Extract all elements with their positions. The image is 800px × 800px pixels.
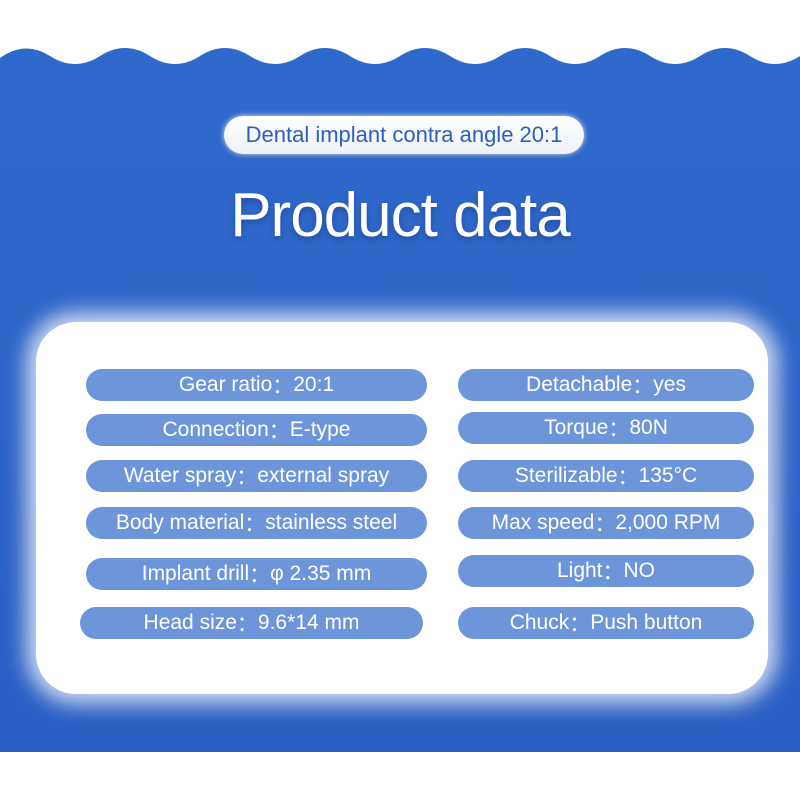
spec-separator: ：: [272, 375, 294, 398]
spec-separator: ：: [249, 564, 271, 587]
spec-sterilizable: Sterilizable：135°C: [458, 460, 754, 492]
spec-light: Light：NO: [458, 555, 754, 587]
spec-value: yes: [653, 373, 686, 396]
spec-separator: ：: [608, 418, 630, 441]
spec-separator: ：: [268, 420, 290, 443]
spec-value: 135°C: [638, 464, 698, 487]
spec-value: stainless steel: [265, 511, 398, 534]
spec-connection: Connection：E-type: [86, 414, 427, 446]
spec-value: φ 2.35 mm: [270, 562, 372, 585]
spec-separator: ：: [569, 613, 591, 636]
page-title: Product data: [230, 181, 571, 250]
spec-separator: ：: [236, 613, 258, 636]
spec-value: 80N: [629, 416, 668, 439]
spec-head-size: Head size：9.6*14 mm: [80, 607, 423, 639]
subtitle-pill: Dental implant contra angle 20:1: [224, 116, 584, 154]
spec-value: 2,000 RPM: [615, 511, 721, 534]
spec-body-material: Body material：stainless steel: [86, 507, 427, 539]
spec-value: external spray: [257, 464, 390, 487]
spec-separator: ：: [602, 561, 624, 584]
spec-gear-ratio: Gear ratio：20:1: [86, 369, 427, 401]
spec-label: Max speed: [491, 511, 595, 534]
spec-value: NO: [623, 559, 656, 582]
spec-chuck: Chuck：Push button: [458, 607, 754, 639]
spec-label: Detachable: [526, 373, 633, 396]
spec-label: Implant drill: [141, 562, 250, 585]
spec-value: 20:1: [293, 373, 335, 396]
spec-value: 9.6*14 mm: [257, 611, 360, 634]
subtitle-text: Dental implant contra angle 20:1: [245, 122, 563, 147]
spec-implant-drill: Implant drill：φ 2.35 mm: [86, 558, 427, 590]
spec-separator: ：: [236, 466, 258, 489]
spec-label: Body material: [115, 511, 245, 534]
spec-water-spray: Water spray：external spray: [86, 460, 427, 492]
spec-label: Water spray: [123, 464, 237, 487]
spec-label: Sterilizable: [514, 464, 618, 487]
spec-label: Chuck: [509, 611, 570, 634]
spec-detachable: Detachable：yes: [458, 369, 754, 401]
spec-separator: ：: [632, 375, 654, 398]
spec-max-speed: Max speed：2,000 RPM: [458, 507, 754, 539]
spec-separator: ：: [617, 466, 639, 489]
spec-label: Light: [556, 559, 603, 582]
spec-value: E-type: [289, 418, 351, 441]
spec-separator: ：: [594, 513, 616, 536]
spec-label: Connection: [162, 418, 269, 441]
spec-label: Head size: [143, 611, 237, 634]
spec-separator: ：: [244, 513, 266, 536]
spec-torque: Torque：80N: [458, 412, 754, 444]
spec-value: Push button: [590, 611, 703, 634]
spec-label: Torque: [544, 416, 609, 439]
spec-label: Gear ratio: [178, 373, 273, 396]
